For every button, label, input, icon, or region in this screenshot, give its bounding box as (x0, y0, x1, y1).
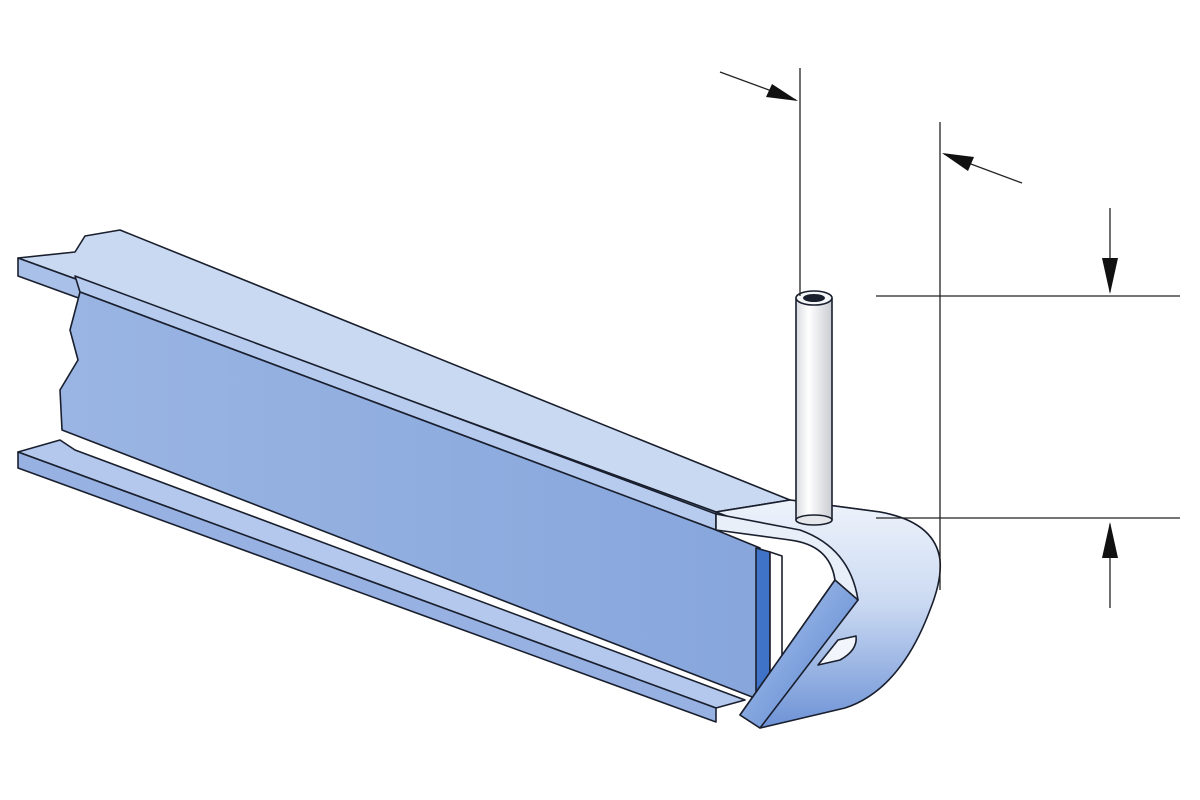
arrow-up-icon (1102, 522, 1118, 558)
arrow-left-icon (942, 153, 974, 171)
channel-end-slot (755, 547, 783, 701)
fitting-bent-body (715, 499, 942, 729)
arrow-down-icon (1102, 258, 1118, 294)
dimension-vertical-height (876, 208, 1180, 608)
channel-lower-flange (17, 439, 746, 723)
dimension-horizontal-offset (719, 68, 1023, 590)
channel-upper-flange (17, 229, 791, 531)
vertical-tube (795, 290, 833, 526)
channel-web (59, 291, 761, 701)
arrow-right-icon (766, 84, 798, 101)
fitting-hole (817, 635, 857, 666)
